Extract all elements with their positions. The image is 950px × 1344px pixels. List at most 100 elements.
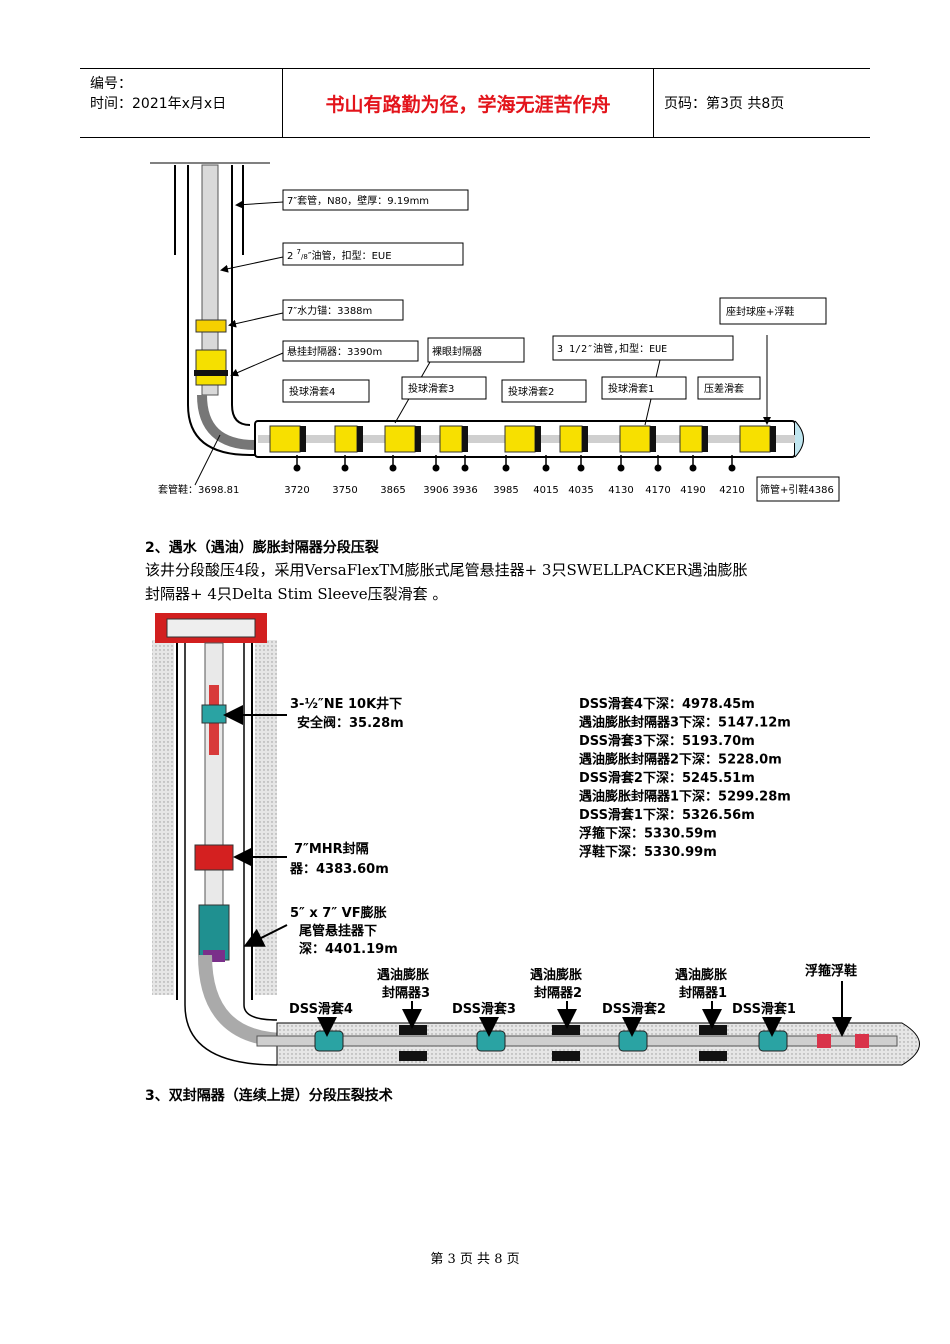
depth-label: 4210 xyxy=(719,485,744,496)
label-dss1: DSS滑套1 xyxy=(732,1001,796,1017)
completion-diagram-2: 3-½″NE 10K井下 安全阀：35.28m 7″MHR封隔 器：4383.6… xyxy=(152,613,920,1066)
label-safety-valve-1: 3-½″NE 10K井下 xyxy=(290,696,402,712)
packer-band xyxy=(300,426,306,452)
packer-band xyxy=(770,426,776,452)
label-dss3: DSS滑套3 xyxy=(452,1001,516,1017)
section2-para-line1: 该井分段酸压4段，采用VersaFlexTM膨胀式尾管悬挂器+ 3只SWELLP… xyxy=(145,561,748,579)
packer-band xyxy=(535,426,541,452)
label-packer2-1: 遇油膨胀 xyxy=(530,967,582,983)
packer-band xyxy=(415,426,421,452)
packer-block xyxy=(679,425,703,453)
dss-sleeve xyxy=(618,1030,648,1052)
packer-band xyxy=(650,426,656,452)
depth-list-item: DSS滑套4下深：4978.45m xyxy=(579,696,755,712)
depth-marker-dot xyxy=(389,464,397,472)
depth-label: 4015 xyxy=(533,485,558,496)
float-shoe xyxy=(855,1034,869,1048)
packer-band xyxy=(702,426,708,452)
depth-list-item: DSS滑套3下深：5193.70m xyxy=(579,733,755,749)
label-safety-valve-2: 安全阀：35.28m xyxy=(297,715,404,731)
label-hanger-packer: 悬挂封隔器：3390m xyxy=(287,345,382,358)
packer-band xyxy=(357,426,363,452)
swell-packer-bottom xyxy=(699,1051,727,1061)
page-header: 编号： 时间：2021年x月x日 书山有路勤为径，学海无涯苦作舟 页码：第3页 … xyxy=(80,68,870,138)
section3-heading: 3、双封隔器（连续上提）分段压裂技术 xyxy=(145,1088,393,1104)
packer-block xyxy=(334,425,358,453)
depth-label: 4190 xyxy=(680,485,705,496)
page-label: 页码：第3页 共8页 xyxy=(664,96,785,112)
dss-sleeve xyxy=(314,1030,344,1052)
depth-label: 3936 xyxy=(452,485,477,496)
label-sleeve4: 投球滑套4 xyxy=(289,385,335,398)
depth-marker-dot xyxy=(654,464,662,472)
depth-list-item: DSS滑套2下深：5245.51m xyxy=(579,770,755,786)
swell-packer-top xyxy=(399,1025,427,1035)
label-vf-2: 尾管悬挂器下 xyxy=(299,923,377,939)
dss-sleeve xyxy=(758,1030,788,1052)
packer-block xyxy=(384,425,416,453)
label-openhole-packer: 裸眼封隔器 xyxy=(432,345,482,358)
label-mhr-1: 7″MHR封隔 xyxy=(294,841,369,857)
swell-packer-top xyxy=(552,1025,580,1035)
depth-list-item: 浮鞋下深：5330.99m xyxy=(579,844,717,860)
depth-label: 3906 xyxy=(423,485,448,496)
page-footer: 第 3 页 共 8 页 xyxy=(430,1252,520,1267)
depth-list-item: 遇油膨胀封隔器1下深：5299.28m xyxy=(579,789,791,805)
label-tubing35: 3 1/2″油管,扣型：EUE xyxy=(557,342,667,355)
label-tubing: 2 7/8″油管，扣型：EUE xyxy=(287,248,392,262)
header-motto: 书山有路勤为径，学海无涯苦作舟 xyxy=(283,69,654,137)
depth-marker-dot xyxy=(542,464,550,472)
packer-block xyxy=(439,425,463,453)
label-anchor: 7″水力锚：3388m xyxy=(287,304,372,317)
depth-marker-dot xyxy=(432,464,440,472)
label-screen: 筛管+引鞋4386 xyxy=(760,483,834,496)
depth-marker-dot xyxy=(502,464,510,472)
packer-block xyxy=(739,425,771,453)
label-vf-1: 5″ x 7″ VF膨胀 xyxy=(290,905,387,921)
depth-marker-dot xyxy=(728,464,736,472)
label-packer3-2: 封隔器3 xyxy=(382,985,430,1001)
packer-band xyxy=(462,426,468,452)
depth-list-item: DSS滑套1下深：5326.56m xyxy=(579,807,755,823)
label-packer2-2: 封隔器2 xyxy=(534,985,582,1001)
packer-block xyxy=(269,425,301,453)
packer-block xyxy=(559,425,583,453)
packer-block xyxy=(619,425,651,453)
label-dss4: DSS滑套4 xyxy=(289,1001,353,1017)
label-ball-seat: 座封球座+浮鞋 xyxy=(726,305,794,318)
depth-list-item: 浮箍下深：5330.59m xyxy=(579,826,717,842)
depth-marker-dot xyxy=(293,464,301,472)
label-mhr-2: 器：4383.60m xyxy=(289,862,389,877)
swell-packer-bottom xyxy=(552,1051,580,1061)
label-dss2: DSS滑套2 xyxy=(602,1001,666,1017)
number-label: 编号： xyxy=(90,76,132,92)
swell-packer-bottom xyxy=(399,1051,427,1061)
label-vf-3: 深：4401.19m xyxy=(299,941,398,957)
depth-marker-dot xyxy=(689,464,697,472)
label-sleeve2: 投球滑套2 xyxy=(508,385,554,398)
depth-marker-dot xyxy=(617,464,625,472)
depth-list-item: 遇油膨胀封隔器2下深：5228.0m xyxy=(579,752,782,768)
header-meta: 编号： 时间：2021年x月x日 xyxy=(80,69,283,137)
time-label: 时间：2021年x月x日 xyxy=(90,96,227,112)
label-casing-shoe: 套管鞋：3698.81 xyxy=(158,483,239,496)
label-sleeve3: 投球滑套3 xyxy=(408,382,454,395)
depth-label: 4035 xyxy=(568,485,593,496)
label-sleeve1: 投球滑套1 xyxy=(608,382,654,395)
depth-label: 3750 xyxy=(332,485,357,496)
label-packer3-1: 遇油膨胀 xyxy=(377,967,429,983)
completion-diagram-1: 7″套管，N80，壁厚：9.19mm 2 7/8″油管，扣型：EUE 7″水力锚… xyxy=(150,162,840,502)
dss-sleeve xyxy=(476,1030,506,1052)
section2-para-line2: 封隔器+ 4只Delta Stim Sleeve压裂滑套 。 xyxy=(145,585,448,603)
depth-label: 4170 xyxy=(645,485,670,496)
label-casing: 7″套管，N80，壁厚：9.19mm xyxy=(287,194,429,207)
depth-marker-dot xyxy=(577,464,585,472)
float-shoe xyxy=(817,1034,831,1048)
depth-label: 4130 xyxy=(608,485,633,496)
depth-label: 3865 xyxy=(380,485,405,496)
label-diff-sleeve: 压差滑套 xyxy=(704,382,744,395)
packer-block xyxy=(504,425,536,453)
depth-list-item: 遇油膨胀封隔器3下深：5147.12m xyxy=(579,715,791,731)
label-float: 浮箍浮鞋 xyxy=(805,963,857,979)
label-packer1-2: 封隔器1 xyxy=(679,985,727,1001)
